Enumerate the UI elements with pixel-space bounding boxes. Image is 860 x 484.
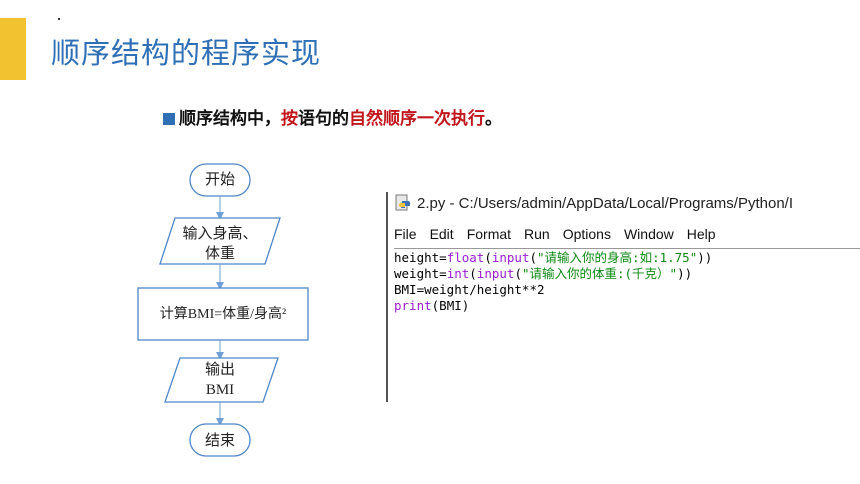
code-builtin: float bbox=[446, 250, 485, 265]
window-title: 2.py - C:/Users/admin/AppData/Local/Prog… bbox=[417, 195, 793, 212]
output-label-line1: 输出 bbox=[204, 362, 235, 378]
code-string: "请输入你的身高:如:1.75" bbox=[537, 250, 698, 265]
window-titlebar[interactable]: 2.py - C:/Users/admin/AppData/Local/Prog… bbox=[394, 194, 860, 222]
flowchart-start-label: 开始 bbox=[204, 172, 235, 188]
bullet-text-2: 按 bbox=[281, 109, 298, 129]
code-token: ( bbox=[469, 266, 477, 281]
output-label-line2: BMI bbox=[205, 382, 235, 398]
code-token: )) bbox=[697, 250, 713, 265]
code-token: height= bbox=[394, 250, 447, 265]
flowchart-end-label: 结束 bbox=[204, 433, 235, 449]
flowchart-process-label: 计算BMI=体重/身高² bbox=[159, 307, 287, 322]
code-editor[interactable]: height=float(input("请输入你的身高:如:1.75"))wei… bbox=[394, 250, 712, 314]
code-token: )) bbox=[677, 266, 693, 281]
flowchart-shapes bbox=[137, 163, 309, 457]
code-builtin: input bbox=[476, 266, 515, 281]
bullet-text-4: 自然顺序一次执行 bbox=[349, 109, 485, 129]
code-token: ( bbox=[514, 266, 522, 281]
bullet-text-1: 顺序结构中， bbox=[179, 109, 281, 129]
code-builtin: print bbox=[394, 298, 432, 313]
code-line-2: weight=int(input("请输入你的体重:(千克）")) bbox=[394, 266, 712, 282]
process-rect-shape bbox=[137, 287, 309, 341]
code-string: "请输入你的体重:(千克）" bbox=[521, 266, 678, 281]
bullet-text-3: 语句的 bbox=[298, 109, 349, 129]
code-builtin: input bbox=[491, 250, 530, 265]
menu-separator bbox=[394, 248, 860, 249]
menu-format[interactable]: Format bbox=[466, 226, 512, 242]
end-terminal-shape bbox=[189, 423, 251, 457]
output-parallelogram-shape bbox=[164, 357, 279, 403]
square-bullet-icon bbox=[163, 113, 175, 125]
menu-bar: File Edit Format Run Options Window Help bbox=[394, 226, 860, 246]
code-builtin: int bbox=[446, 266, 470, 281]
input-parallelogram-shape bbox=[159, 217, 281, 265]
code-line-1: height=float(input("请输入你的身高:如:1.75")) bbox=[394, 250, 712, 266]
code-line-4: print(BMI) bbox=[394, 298, 712, 314]
code-token: ( bbox=[529, 250, 538, 265]
bullet-statement: 顺序结构中，按语句的自然顺序一次执行。 bbox=[163, 104, 502, 129]
decorative-dot bbox=[58, 18, 60, 20]
flowchart-output-label: 输出 BMI bbox=[170, 360, 270, 400]
input-label-line2: 体重 bbox=[204, 246, 235, 262]
menu-window[interactable]: Window bbox=[623, 226, 674, 242]
menu-options[interactable]: Options bbox=[562, 226, 611, 242]
menu-file[interactable]: File bbox=[394, 226, 417, 242]
window-left-border bbox=[386, 192, 388, 402]
menu-run[interactable]: Run bbox=[524, 226, 550, 242]
slide-title: 顺序结构的程序实现 bbox=[51, 36, 322, 70]
flowchart: 开始 输入身高、 体重 计算BMI=体重/身高² 输出 BMI 结束 bbox=[130, 150, 330, 470]
input-label-line1: 输入身高、 bbox=[182, 226, 258, 242]
menu-help[interactable]: Help bbox=[686, 226, 716, 242]
title-accent-bar bbox=[0, 18, 26, 80]
python-file-icon bbox=[395, 194, 410, 211]
code-token: weight= bbox=[394, 266, 447, 281]
bullet-text-5: 。 bbox=[485, 109, 502, 129]
code-line-3: BMI=weight/height**2 bbox=[394, 282, 545, 297]
code-token: (BMI) bbox=[431, 298, 470, 313]
menu-edit[interactable]: Edit bbox=[429, 226, 454, 242]
flowchart-input-label: 输入身高、 体重 bbox=[165, 224, 275, 264]
code-token: ( bbox=[484, 250, 492, 265]
idle-editor-window: 2.py - C:/Users/admin/AppData/Local/Prog… bbox=[386, 192, 860, 404]
